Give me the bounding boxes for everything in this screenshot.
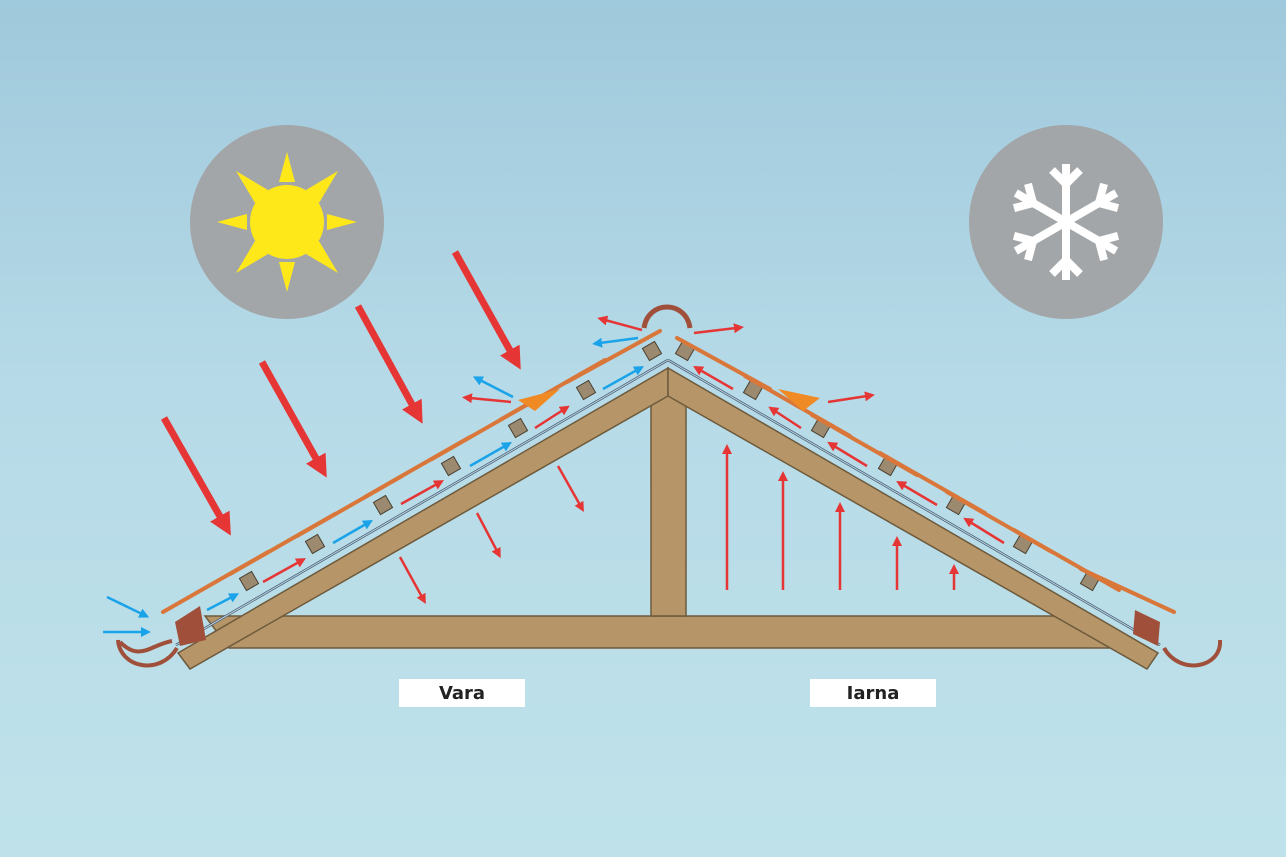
warm-air-arrow: [534, 405, 570, 430]
tie-beam: [203, 615, 1118, 649]
warm-air-arrow: [475, 512, 501, 559]
left-gutter: [118, 639, 173, 654]
cool-air-arrow: [106, 595, 150, 618]
cool-air-arrow: [592, 336, 639, 348]
left-battens: [238, 340, 663, 592]
warm-air-arrow: [262, 558, 306, 584]
snowflake-icon: [969, 125, 1163, 319]
right-roof-tiles: [674, 336, 1223, 668]
right-rafter: [667, 366, 1160, 670]
right-gutter: [1162, 639, 1223, 668]
cool-air-arrow: [206, 593, 240, 612]
right-tiles: [675, 336, 1176, 614]
solar-arrow: [451, 250, 521, 370]
right-battens: [674, 340, 1101, 592]
warm-air-arrow: [827, 391, 875, 404]
solar-arrow: [258, 360, 327, 478]
sun-icon-disc: [250, 185, 324, 259]
right-vent-tile: [778, 389, 820, 411]
warm-air-arrow: [963, 517, 1005, 545]
king-post: [650, 379, 687, 617]
warm-air-arrow: [398, 556, 426, 605]
cool-air-arrow: [332, 520, 373, 545]
sun-icon: [190, 125, 384, 319]
warm-air-arrow: [693, 366, 734, 391]
roof-truss: [175, 358, 1161, 670]
left-membrane-highlight: [175, 359, 669, 646]
left-roof-tiles: [116, 329, 663, 668]
warm-air-arrow: [896, 480, 938, 507]
warm-air-arrow: [556, 465, 584, 512]
warm-air-arrow: [462, 393, 512, 404]
right-membrane-highlight: [667, 359, 1161, 646]
left-vent-tile: [518, 389, 560, 411]
warm-air-arrow: [693, 323, 744, 335]
solar-arrow: [160, 416, 231, 536]
warm-air-arrow: [400, 480, 444, 506]
cool-air-arrow: [472, 376, 514, 399]
winter-label: Iarna: [810, 679, 936, 707]
solar-radiation-arrows: [160, 250, 521, 536]
cool-air-arrow: [469, 442, 512, 468]
cool-air-arrow: [602, 366, 644, 391]
sun-icon-rays: [217, 152, 357, 292]
snowflake-icon-shape: [1009, 164, 1123, 280]
ridge-cap: [641, 304, 693, 329]
warm-air-arrow: [768, 406, 802, 430]
warm-air-arrow: [827, 441, 868, 468]
left-eave-block: [175, 606, 206, 646]
warm-air-arrows: [262, 315, 1005, 605]
cool-air-arrows: [103, 336, 644, 637]
right-eave-block: [1133, 610, 1160, 646]
summer-label: Vara: [399, 679, 525, 707]
solar-arrow: [354, 304, 423, 424]
left-tiles: [161, 329, 662, 614]
warm-air-arrow: [597, 315, 643, 332]
